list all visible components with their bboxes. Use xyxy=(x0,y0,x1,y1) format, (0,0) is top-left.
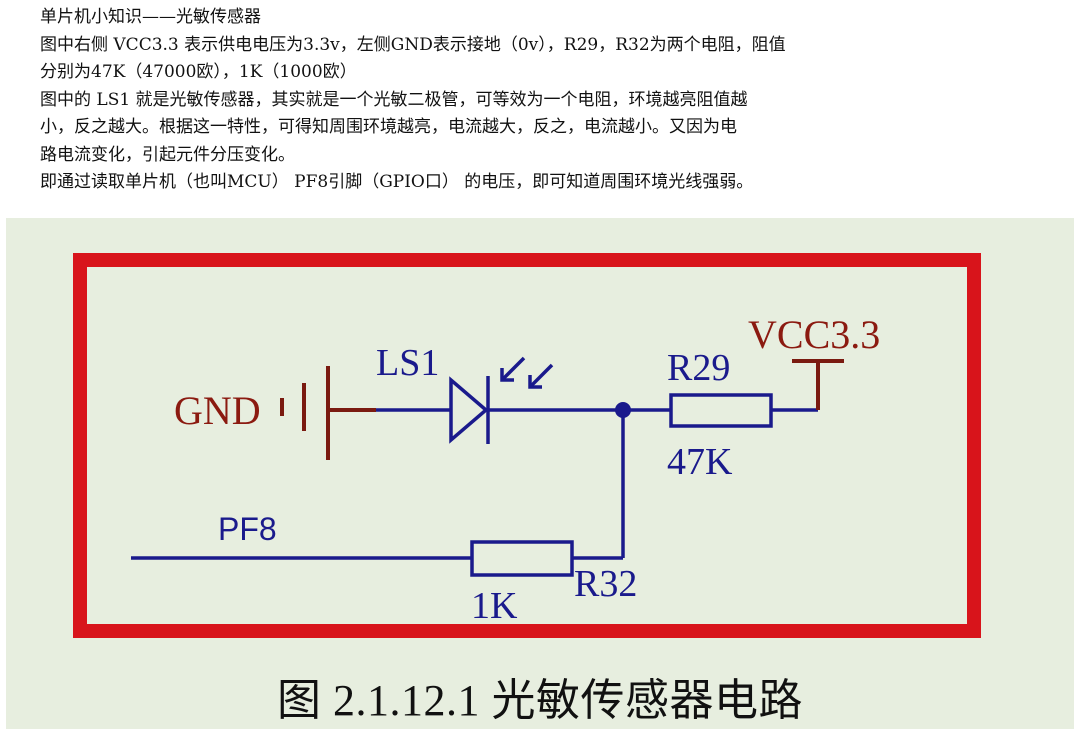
article-heading: 单片机小知识——光敏传感器 xyxy=(40,7,261,27)
schematic-border xyxy=(73,253,981,638)
paragraph-line: 图中右侧 VCC3.3 表示供电电压为3.3v，左侧GND表示接地（0v），R2… xyxy=(40,34,786,55)
ground-symbol xyxy=(280,366,376,460)
r32-value-label: 1K xyxy=(471,585,518,627)
pf8-label: PF8 xyxy=(218,511,277,547)
light-arrows-icon xyxy=(500,356,554,389)
paragraph-line: 路电流变化，引起元件分压变化。 xyxy=(40,144,295,165)
paragraph-line: 小，反之越大。根据这一特性，可得知周围环境越亮，电流越大，反之，电流越小。又因为… xyxy=(40,117,737,137)
article-text: 单片机小知识——光敏传感器 图中右侧 VCC3.3 表示供电电压为3.3v，左侧… xyxy=(40,4,1050,197)
paragraph-line: 分别为47K（47000欧），1K（1000欧） xyxy=(40,62,357,82)
r29-label: R29 xyxy=(667,347,730,389)
r32-label: R32 xyxy=(574,563,637,605)
paragraph-line: 图中的 LS1 就是光敏传感器，其实就是一个光敏二极管，可等效为一个电阻，环境越… xyxy=(40,89,748,110)
circuit-diagram: GND LS1 R29 47K VCC3.3 PF8 R32 1K xyxy=(73,253,981,638)
circuit-figure: GND LS1 R29 47K VCC3.3 PF8 R32 1K 图 2.1.… xyxy=(6,218,1074,729)
vcc-label: VCC3.3 xyxy=(748,312,880,357)
gnd-label: GND xyxy=(174,388,261,433)
figure-caption: 图 2.1.12.1 光敏传感器电路 xyxy=(277,676,803,725)
wire-vertical xyxy=(131,410,625,560)
ls1-label: LS1 xyxy=(376,342,439,384)
photodiode-ls1 xyxy=(449,376,490,444)
r29-value-label: 47K xyxy=(667,441,733,483)
vcc-symbol xyxy=(792,359,844,410)
resistor-r32 xyxy=(470,540,574,577)
paragraph-line: 即通过读取单片机（也叫MCU） PF8引脚（GPIO口） 的电压，即可知道周围环… xyxy=(40,172,754,192)
resistor-r29 xyxy=(669,393,773,428)
